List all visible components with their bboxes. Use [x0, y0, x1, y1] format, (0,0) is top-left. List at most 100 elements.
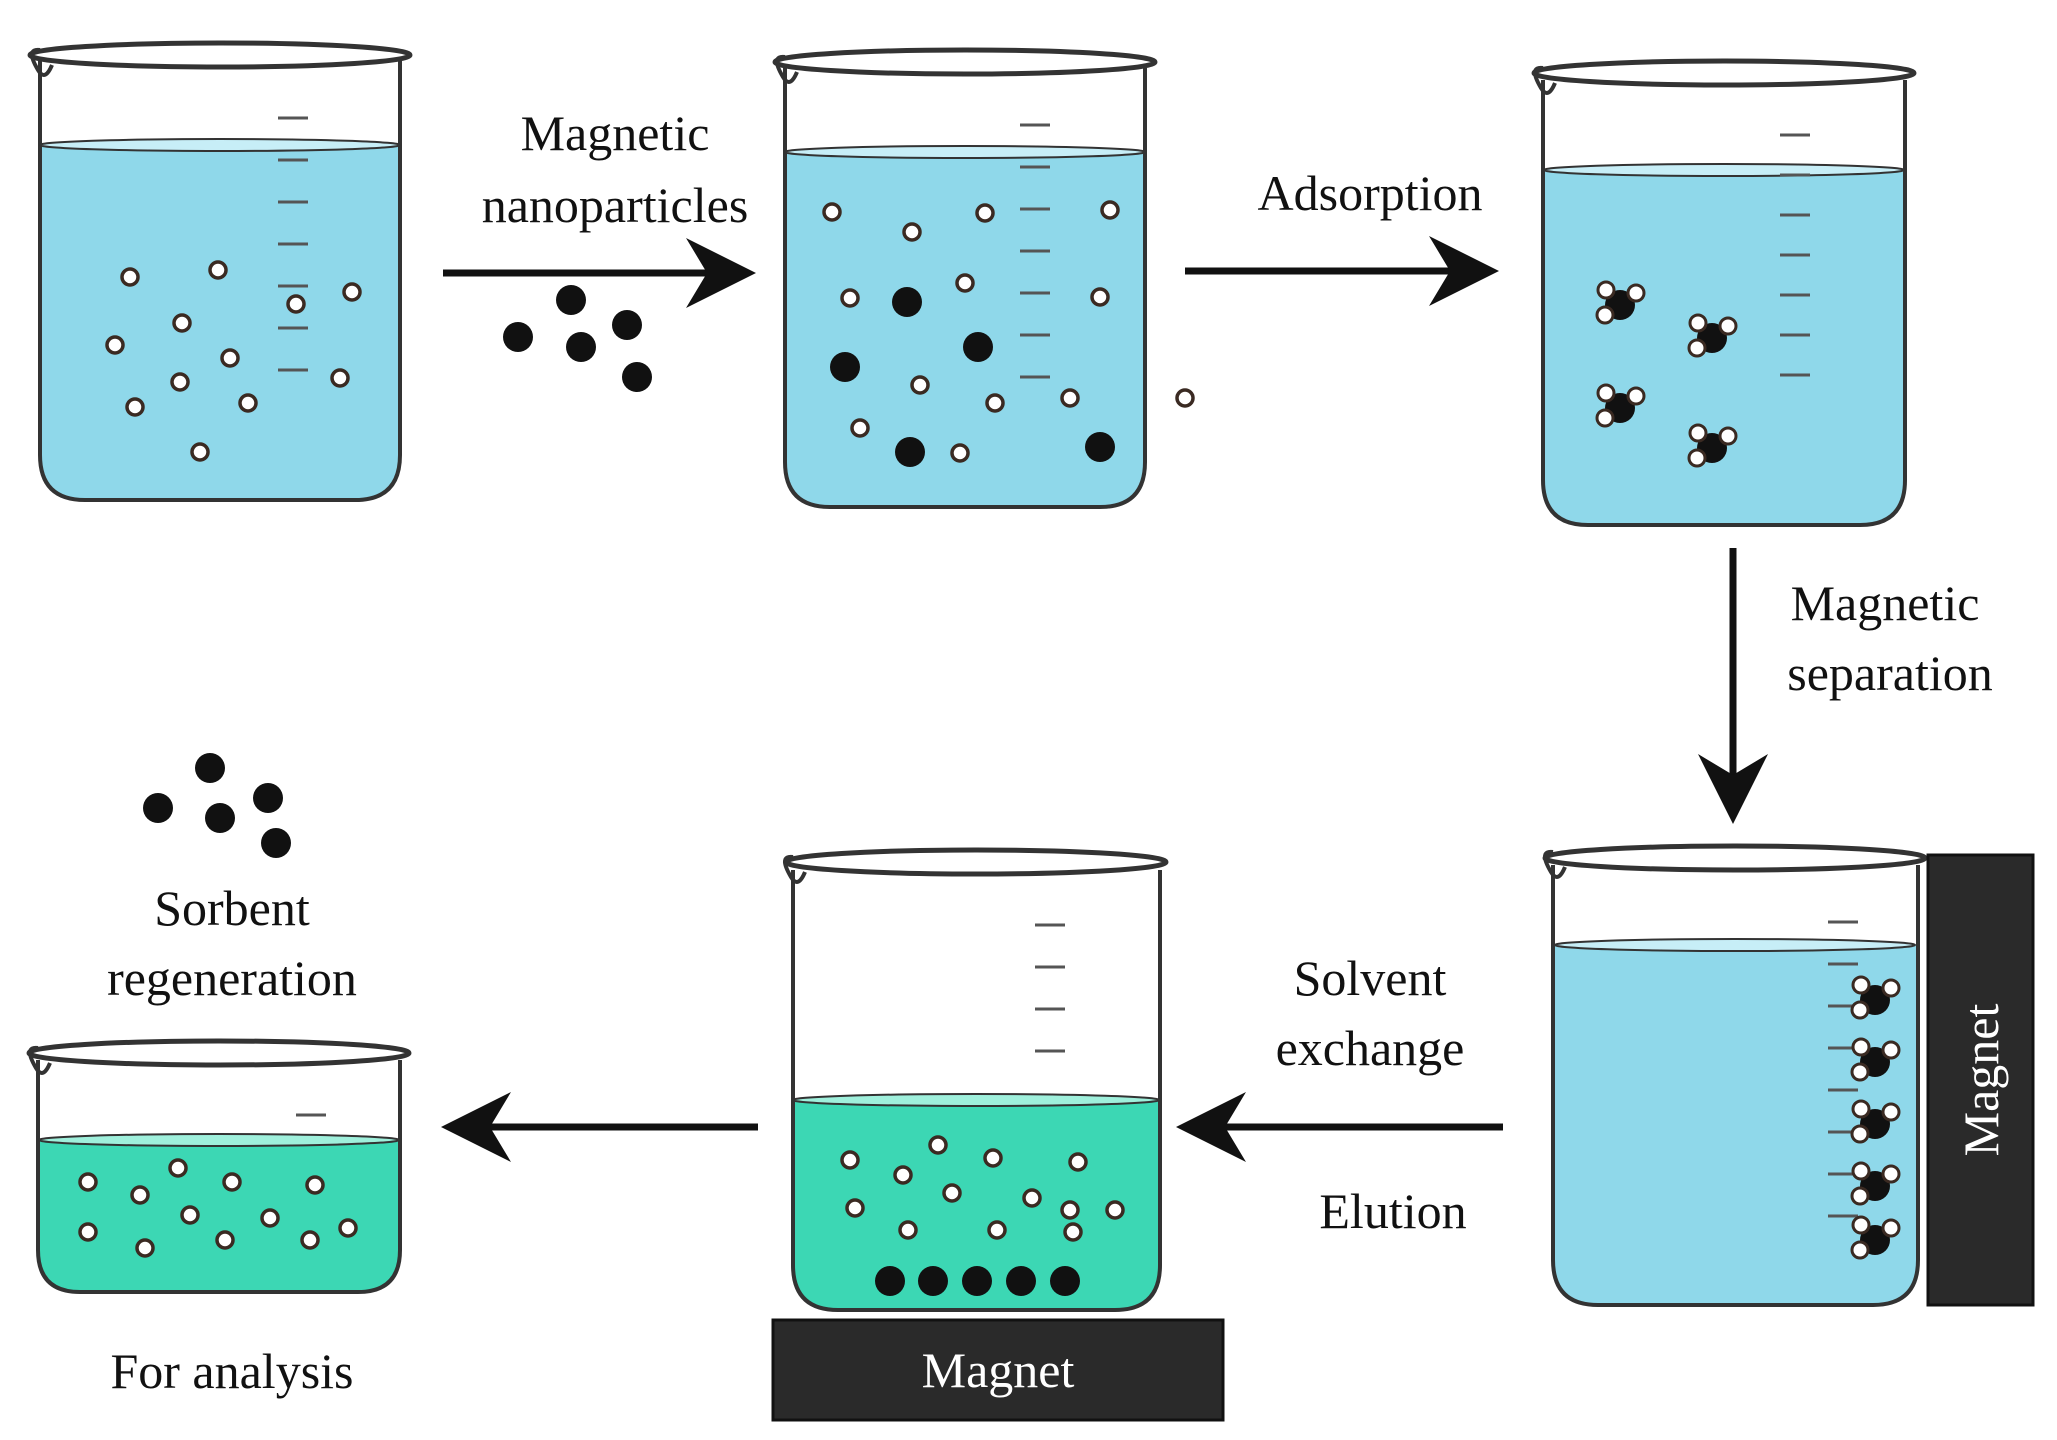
analyte-icon	[1060, 1200, 1080, 1220]
label-solvent-exchange-line2: exchange	[1276, 1020, 1465, 1076]
complex-icon	[1850, 1161, 1901, 1206]
analyte-icon	[840, 1150, 860, 1170]
analyte-icon	[1851, 1037, 1871, 1057]
nanoparticle-icon	[205, 803, 235, 833]
analyte-icon	[260, 1208, 280, 1228]
beaker-icon	[26, 1038, 412, 1294]
nanoparticle-icon	[1006, 1266, 1036, 1296]
complex-icon	[1850, 975, 1901, 1020]
analyte-icon	[850, 418, 870, 438]
analyte-icon	[1687, 338, 1707, 358]
analyte-icon	[338, 1218, 358, 1238]
complex-icon	[1595, 280, 1646, 325]
beaker-5-eluted: Magnet	[771, 847, 1225, 1422]
nanoparticle-cluster	[503, 285, 652, 392]
analyte-icon	[286, 294, 306, 314]
analyte-icon	[1595, 408, 1615, 428]
step-magnetic-separation: Magnetic separation	[1698, 548, 1993, 824]
nanoparticle-analyte-complexes	[1850, 975, 1901, 1260]
analyte-icon	[1063, 1222, 1083, 1242]
analyte-icon	[78, 1172, 98, 1192]
analyte-icon	[238, 393, 258, 413]
label-solvent-exchange-line1: Solvent	[1294, 950, 1447, 1006]
analyte-icon	[1060, 388, 1080, 408]
beaker-icon	[772, 47, 1158, 509]
analyte-icon	[1850, 1000, 1870, 1020]
magnet-icon	[771, 1318, 1225, 1422]
analyte-particles	[78, 1158, 358, 1258]
analyte-icon	[1596, 280, 1616, 300]
analyte-icon	[180, 1205, 200, 1225]
nanoparticle-icon	[143, 793, 173, 823]
analyte-icon	[1881, 1040, 1901, 1060]
nanoparticles	[830, 287, 1115, 467]
nanoparticle-icon	[612, 310, 642, 340]
analyte-particles	[105, 260, 362, 462]
analyte-icon	[1881, 1102, 1901, 1122]
complex-icon	[1687, 313, 1738, 358]
nanoparticle-icon	[892, 287, 922, 317]
nanoparticle-icon	[503, 322, 533, 352]
analyte-icon	[910, 375, 930, 395]
step-adsorption: Adsorption	[1185, 165, 1499, 306]
analyte-icon	[845, 1198, 865, 1218]
label-adsorption: Adsorption	[1258, 165, 1483, 221]
complex-icon	[1595, 383, 1646, 428]
sorbent-regeneration: Sorbent regeneration	[107, 753, 357, 1006]
analyte-icon	[105, 335, 125, 355]
liquid	[1543, 170, 1905, 525]
label-magnetic-separation-line1: Magnetic	[1791, 575, 1980, 631]
analyte-icon	[1850, 1240, 1870, 1260]
analyte-icon	[898, 1220, 918, 1240]
analyte-icon	[1688, 313, 1708, 333]
regenerated-nanoparticles	[143, 753, 291, 858]
analyte-icon	[342, 282, 362, 302]
label-magnetic-nanoparticles-line2: nanoparticles	[482, 177, 749, 233]
analyte-icon	[955, 273, 975, 293]
beaker-icon	[1542, 843, 1928, 1307]
label-elution: Elution	[1319, 1183, 1466, 1239]
analyte-icon	[208, 260, 228, 280]
analyte-icon	[222, 1172, 242, 1192]
analyte-icon	[950, 443, 970, 463]
analyte-icon	[1851, 1215, 1871, 1235]
nanoparticle-icon	[1085, 432, 1115, 462]
liquid	[793, 1100, 1160, 1310]
analyte-icon	[305, 1175, 325, 1195]
liquid	[1553, 945, 1918, 1305]
beaker-6-analysis: For analysis	[26, 1038, 412, 1399]
collected-nanoparticles	[875, 1266, 1080, 1296]
analyte-icon	[1718, 316, 1738, 336]
nanoparticle-icon	[566, 332, 596, 362]
graduation-marks	[1020, 123, 1050, 379]
analyte-icon	[942, 1183, 962, 1203]
magnet-bottom: Magnet	[771, 1318, 1225, 1422]
analyte-particles	[840, 1135, 1125, 1242]
graduation-marks	[1035, 923, 1065, 1053]
analyte-icon	[220, 348, 240, 368]
complex-icon	[1850, 1037, 1901, 1082]
analyte-icon	[190, 442, 210, 462]
analyte-icon	[168, 1158, 188, 1178]
analyte-icon	[822, 202, 842, 222]
nanoparticle-icon	[830, 352, 860, 382]
analyte-icon	[985, 393, 1005, 413]
analyte-icon	[1626, 386, 1646, 406]
nanoparticle-icon	[622, 362, 652, 392]
analyte-icon	[1105, 1200, 1125, 1220]
analyte-icon	[975, 203, 995, 223]
analyte-icon	[1881, 1164, 1901, 1184]
analyte-icon	[1881, 978, 1901, 998]
nanoparticle-icon	[895, 437, 925, 467]
analyte-icon	[902, 222, 922, 242]
analyte-icon	[330, 368, 350, 388]
label-magnetic-separation-line2: separation	[1787, 645, 1992, 701]
nanoparticle-icon	[253, 783, 283, 813]
analyte-icon	[130, 1185, 150, 1205]
analyte-icon	[300, 1230, 320, 1250]
analyte-icon	[1851, 975, 1871, 995]
beaker-2-mixed	[772, 47, 1195, 509]
analyte-icon	[1068, 1152, 1088, 1172]
magnet-side-label: Magnet	[1953, 1004, 2009, 1157]
